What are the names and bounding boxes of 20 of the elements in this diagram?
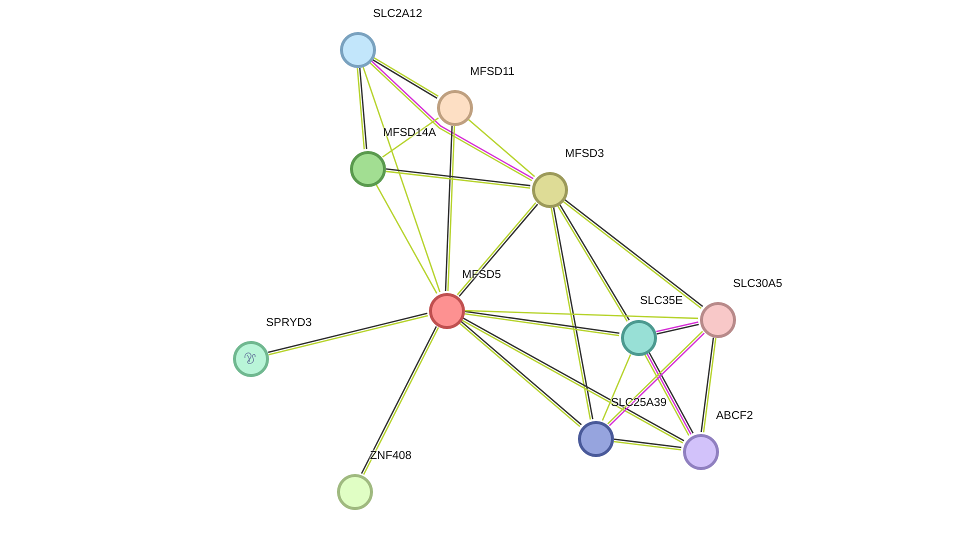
interaction-line [656,324,699,335]
interaction-line [614,438,682,448]
interaction-line [359,68,368,150]
interaction-line [468,118,536,178]
interaction-line [464,310,698,320]
gene-label: MFSD3 [565,148,604,160]
interaction-line [356,68,365,150]
gene-label: SLC2A12 [373,8,422,20]
gene-label: SLC35E [640,295,683,307]
gene-label: SLC30A5 [733,278,782,290]
gene-label: MFSD11 [470,66,515,78]
gene-label: ABCF2 [716,410,754,422]
interaction-line [376,184,438,294]
gene-label: SPRYD3 [266,317,312,329]
interaction-line [362,66,441,292]
interaction-line [444,126,453,291]
interaction-line [447,126,456,292]
interaction-line [602,354,632,421]
interaction-line [614,440,682,451]
interaction-line [656,321,698,332]
